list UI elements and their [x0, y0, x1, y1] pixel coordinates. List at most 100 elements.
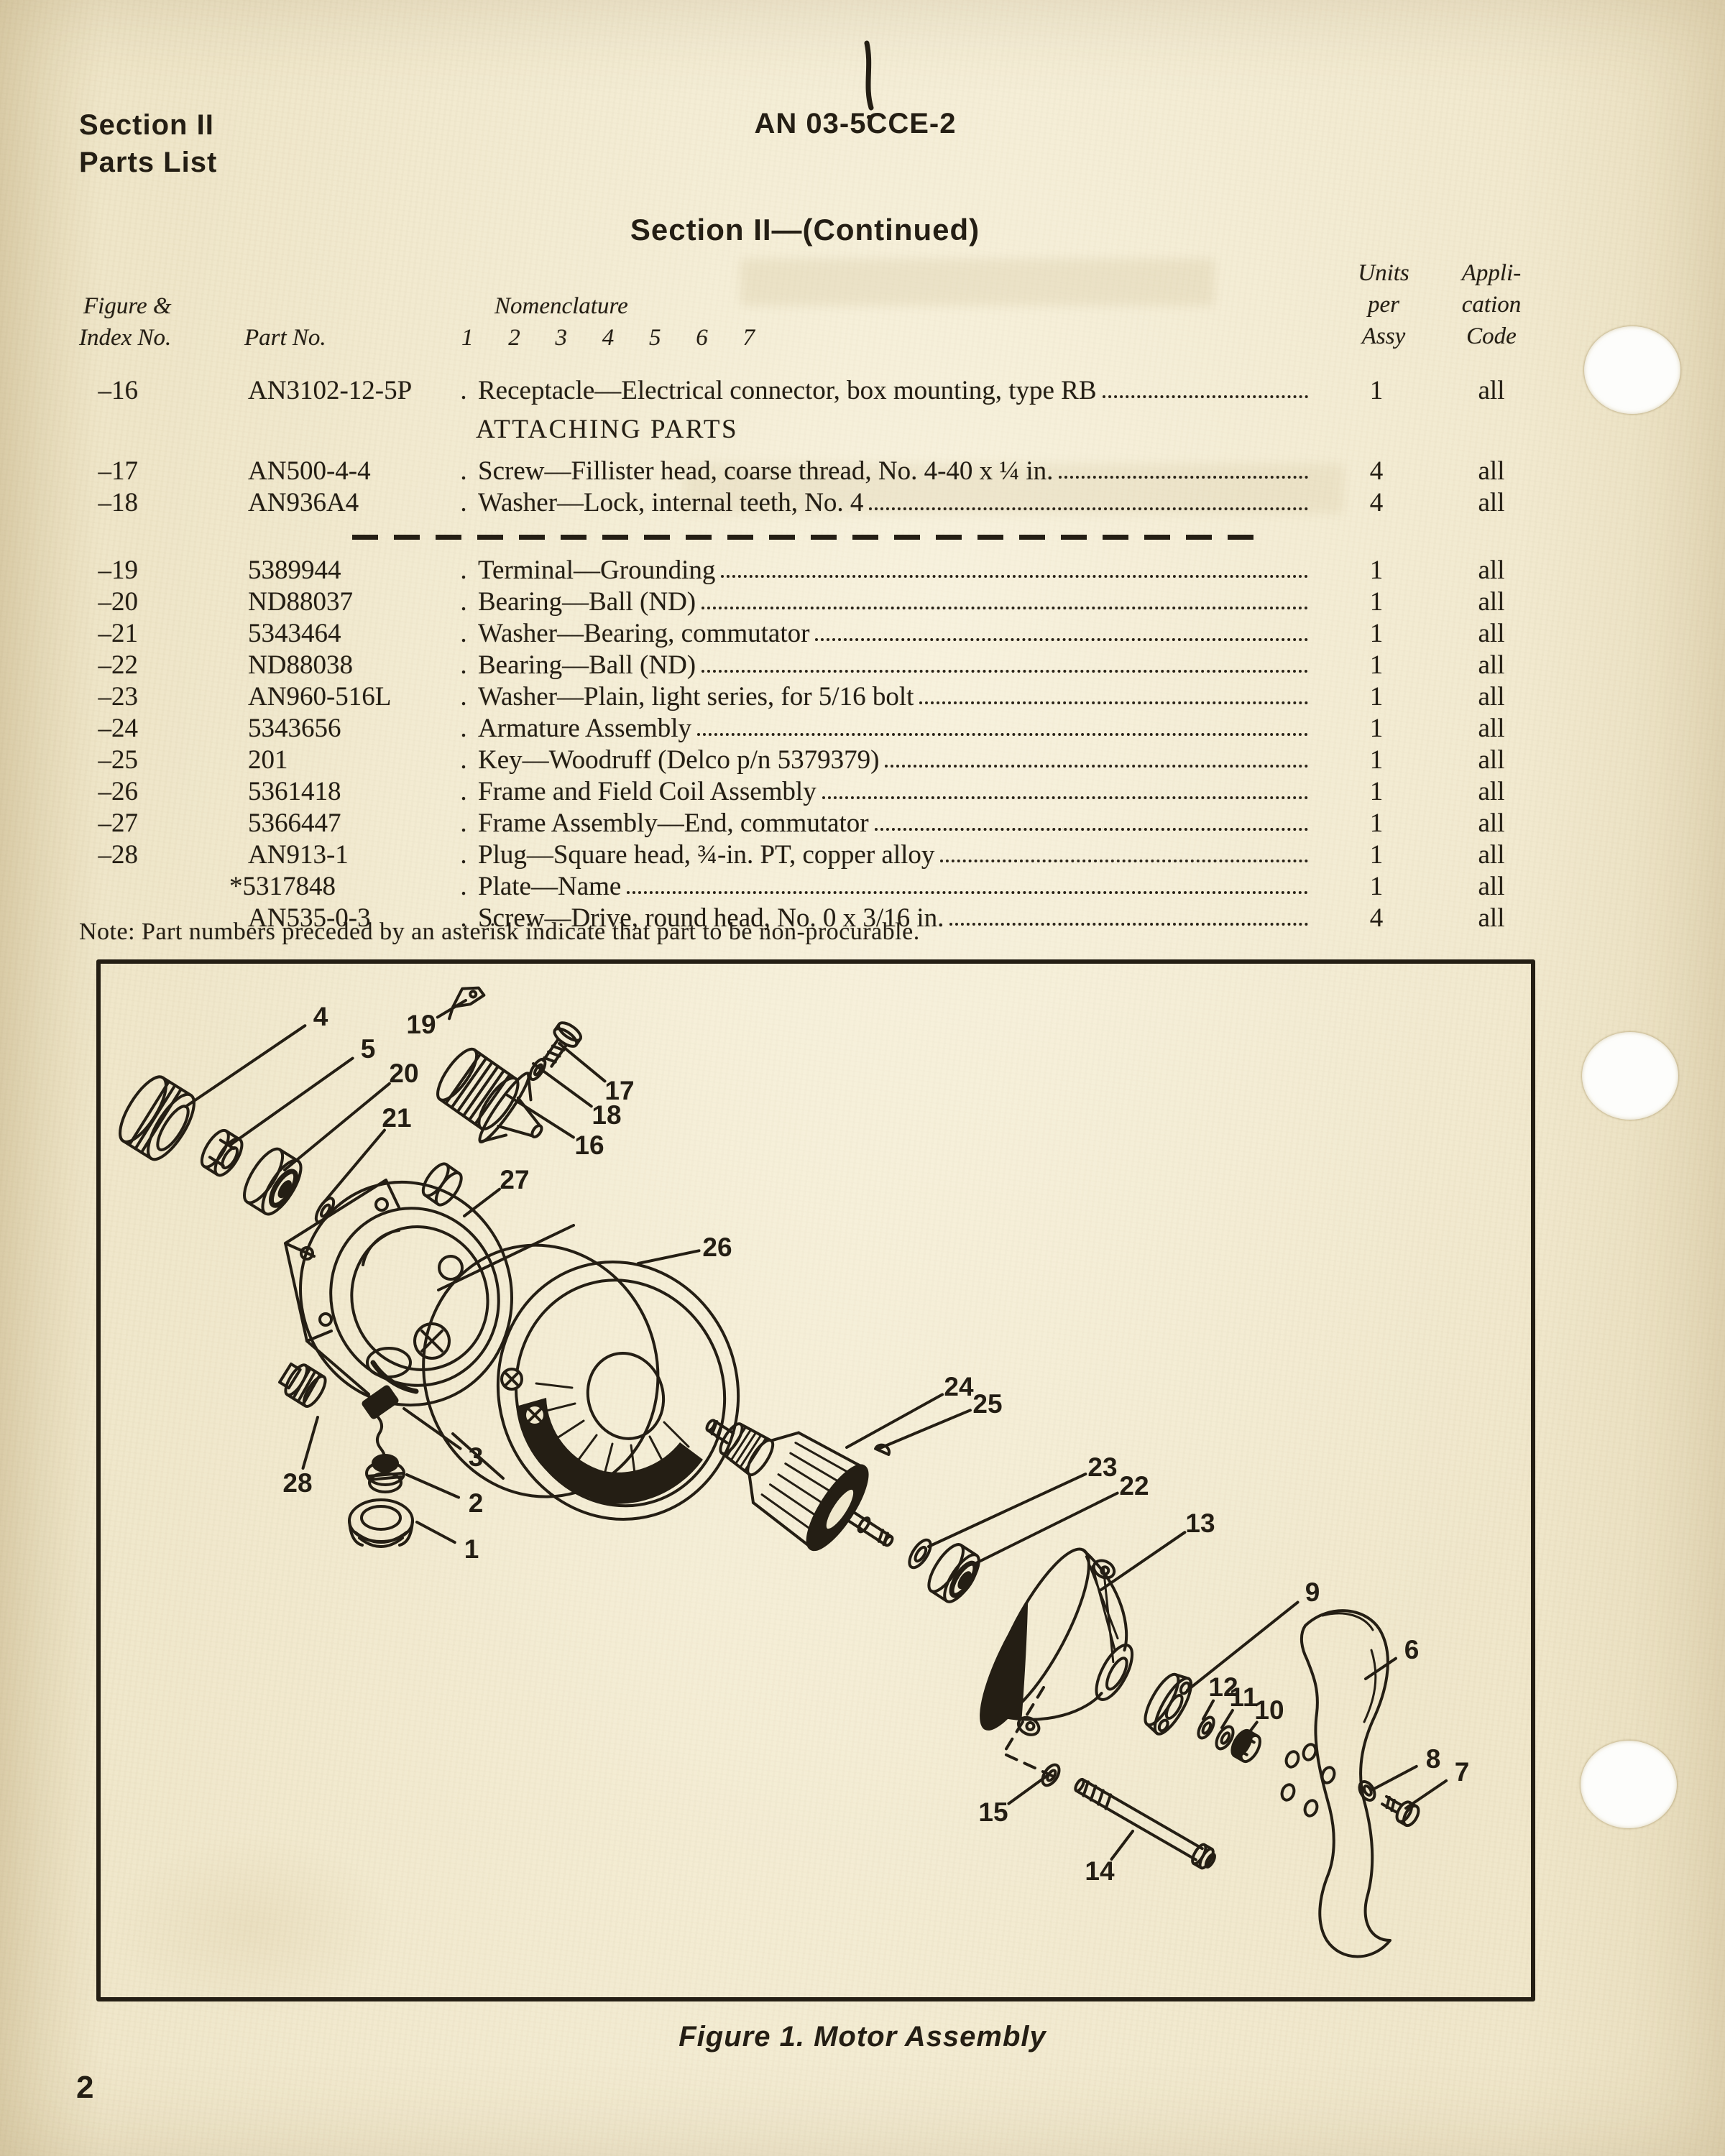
- callout-number-19: 19: [406, 1010, 436, 1039]
- commutator-washer-part: [908, 1538, 932, 1570]
- through-bolt-part: [1074, 1777, 1216, 1870]
- nomenclature-cell: Plug—Square head, ¾-in. PT, copper alloy: [478, 839, 1315, 870]
- washer8-part: [1358, 1780, 1376, 1802]
- code-cell: all: [1478, 903, 1505, 933]
- indent-dot: .: [460, 745, 467, 775]
- indent-dot: .: [460, 903, 467, 933]
- dot-leader: [1102, 395, 1308, 398]
- ink-speck: [867, 115, 871, 119]
- nomenclature-cell: Frame Assembly—End, commutator: [478, 808, 1315, 839]
- callout-number-3: 3: [469, 1442, 484, 1472]
- code-cell: all: [1478, 745, 1505, 775]
- figure-index-cell: –23: [98, 682, 139, 711]
- callout-number-28: 28: [282, 1468, 312, 1498]
- units-cell: 1: [1369, 808, 1384, 838]
- units-cell: 1: [1369, 619, 1384, 648]
- callout-number-20: 20: [389, 1059, 418, 1088]
- reference-dashed-line: [1002, 1686, 1055, 1778]
- callout-leader-16: [506, 1094, 575, 1139]
- dot-leader: [822, 796, 1308, 799]
- callout-number-6: 6: [1404, 1635, 1420, 1664]
- screw-part: [541, 1021, 583, 1068]
- figure-border: [96, 959, 1535, 2001]
- col-header-units-2: per: [1368, 292, 1399, 318]
- dot-leader: [627, 891, 1308, 894]
- end-frame-part: [284, 1162, 513, 1407]
- units-cell: 1: [1369, 840, 1384, 870]
- dot-leader: [940, 860, 1308, 862]
- dot-leader: [702, 670, 1308, 673]
- part-number-cell: *5317848: [229, 872, 336, 901]
- running-header-section: Section II: [79, 109, 214, 141]
- callout-leader-22: [973, 1491, 1119, 1565]
- end-cover-part: [980, 1547, 1134, 1736]
- units-cell: 1: [1369, 376, 1384, 405]
- brush-part: [362, 1385, 399, 1466]
- callout-number-5: 5: [361, 1034, 376, 1064]
- callout-number-2: 2: [469, 1488, 484, 1518]
- units-cell: 4: [1369, 456, 1384, 486]
- attaching-parts-divider: [79, 519, 1545, 555]
- callout-number-4: 4: [313, 1002, 328, 1031]
- figure-index-cell: –17: [98, 456, 139, 486]
- units-cell: 1: [1369, 650, 1384, 680]
- hub-part: [1144, 1672, 1193, 1736]
- callout-number-1: 1: [464, 1534, 479, 1564]
- pen-mark: [864, 40, 874, 111]
- code-cell: all: [1478, 376, 1505, 405]
- part-number-cell: 5343464: [248, 619, 341, 648]
- callout-leader-28: [301, 1416, 319, 1470]
- units-cell: 1: [1369, 777, 1384, 806]
- code-cell: all: [1478, 619, 1505, 648]
- nomenclature-cell: Bearing—Ball (ND): [478, 650, 1315, 681]
- nomenclature-cell: Washer—Bearing, commutator: [478, 618, 1315, 649]
- part-number-cell: ND88037: [248, 587, 353, 617]
- callout-number-16: 16: [574, 1130, 604, 1160]
- figure-index-cell: –26: [98, 777, 139, 806]
- nomenclature-cell: Plate—Name: [478, 871, 1315, 902]
- indent-dot: .: [460, 376, 467, 405]
- col-header-index: Index No.: [79, 325, 172, 351]
- code-cell: all: [1478, 840, 1505, 870]
- indent-dot: .: [460, 682, 467, 711]
- ball-bearing2-part: [927, 1543, 980, 1603]
- code-cell: all: [1478, 488, 1505, 517]
- page-number: 2: [76, 2070, 94, 2105]
- col-header-nomenclature: Nomenclature: [494, 293, 628, 319]
- indent-dot: .: [460, 650, 467, 680]
- col-header-units-1: Units: [1358, 260, 1409, 286]
- callout-leader-24: [845, 1393, 944, 1449]
- dot-leader: [869, 507, 1308, 510]
- code-cell: all: [1478, 777, 1505, 806]
- callout-number-12: 12: [1208, 1672, 1238, 1702]
- indent-dot: .: [460, 872, 467, 901]
- figure-index-cell: –18: [98, 488, 139, 517]
- dot-leader: [874, 828, 1308, 831]
- callout-leader-8: [1371, 1764, 1418, 1791]
- callout-number-18: 18: [592, 1100, 621, 1130]
- dot-leader: [885, 765, 1308, 768]
- callout-leader-20: [283, 1082, 391, 1171]
- indent-dot: .: [460, 619, 467, 648]
- callout-leader-9: [1186, 1600, 1300, 1692]
- callout-leader-23: [927, 1473, 1087, 1548]
- callout-leader-14: [1110, 1830, 1134, 1861]
- figure-index-cell: –25: [98, 745, 139, 775]
- callout-leader-18: [532, 1062, 593, 1108]
- callout-number-8: 8: [1426, 1744, 1441, 1774]
- callout-number-17: 17: [604, 1076, 634, 1105]
- part-number-cell: AN936A4: [248, 488, 359, 517]
- nut-part: [200, 1128, 244, 1177]
